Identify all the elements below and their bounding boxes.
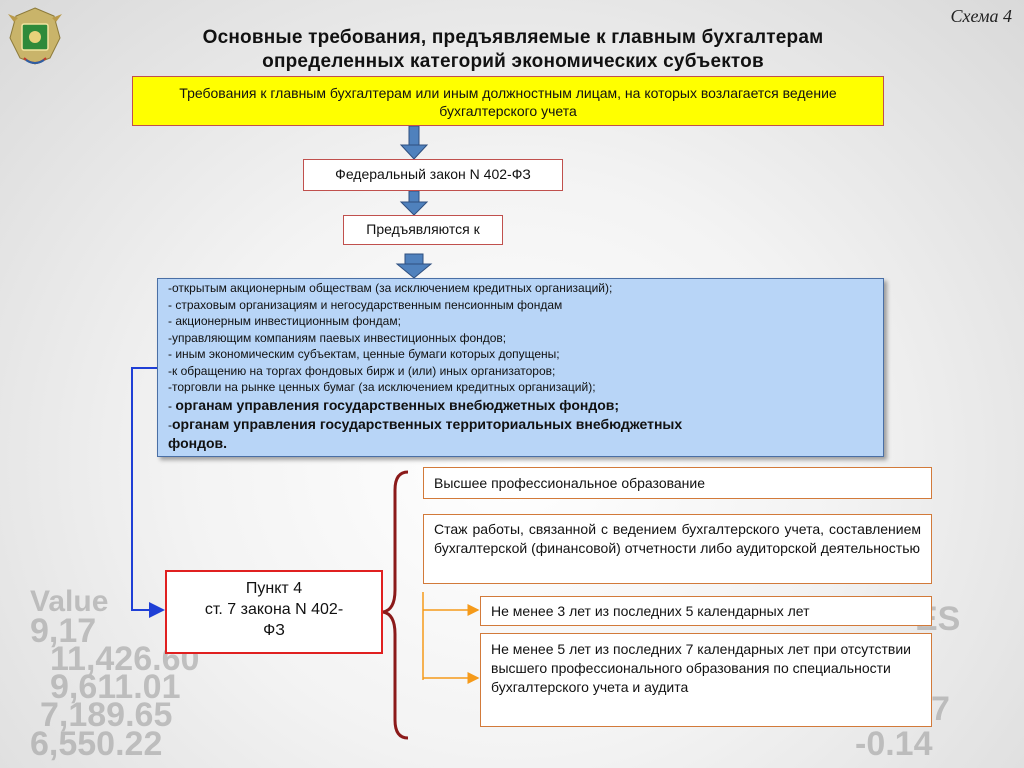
experience-3-years-box: Не менее 3 лет из последних 5 календарны… (480, 596, 932, 626)
entity-item: -управляющим компаниям паевых инвестицио… (168, 330, 507, 345)
red-brace (382, 470, 409, 740)
experience-5-years-box: Не менее 5 лет из последних 7 календарны… (480, 633, 932, 727)
requirements-box: Требования к главным бухгалтерам или ины… (132, 76, 884, 126)
entity-item: - иным экономическим субъектам, ценные б… (168, 347, 560, 361)
punkt-line-3: ФЗ (263, 622, 285, 639)
entity-item: - акционерным инвестиционным фондам; (168, 314, 401, 328)
title-line-1: Основные требования, предъявляемые к гла… (202, 27, 824, 48)
down-arrow-1 (399, 125, 429, 160)
blue-connector (131, 367, 165, 618)
federal-law-box: Федеральный закон N 402-ФЗ (303, 159, 563, 191)
entity-dash: - (168, 398, 176, 413)
entity-item: -открытым акционерным обществам (за искл… (168, 281, 613, 295)
entity-item: -торговли на рынке ценных бумаг (за искл… (168, 380, 596, 394)
entity-dash: - (168, 417, 172, 432)
presented-to-box: Предъявляются к (343, 215, 503, 245)
punkt-box: Пункт 4 ст. 7 закона N 402- ФЗ (165, 570, 383, 654)
work-experience-box: Стаж работы, связанной с ведением бухгал… (423, 514, 932, 584)
entity-bold-text: органам управления государственных внебю… (175, 396, 620, 413)
down-arrow-3 (395, 253, 433, 279)
entity-bold-text: органам управления государственных терри… (168, 415, 683, 451)
punkt-line-2: ст. 7 закона N 402- (204, 601, 344, 618)
entities-list-box: -открытым акционерным обществам (за искл… (157, 278, 884, 457)
schema-label: Схема 4 (950, 6, 1012, 26)
entity-item-bold: - органам управления государственных вне… (168, 396, 873, 415)
punkt-line-1: Пункт 4 (245, 580, 303, 597)
down-arrow-2 (399, 190, 429, 216)
page-title: Основные требования, предъявляемые к гла… (80, 26, 946, 74)
entity-item: -к обращению на торгах фондовых бирж и (… (168, 363, 556, 378)
emblem-logo (8, 7, 62, 65)
title-line-2: определенных категорий экономических суб… (262, 51, 764, 72)
entity-item-bold: -органам управления государственных терр… (168, 415, 708, 453)
higher-education-box: Высшее профессиональное образование (423, 467, 932, 499)
entity-item: - страховым организациям и негосударстве… (168, 297, 563, 312)
